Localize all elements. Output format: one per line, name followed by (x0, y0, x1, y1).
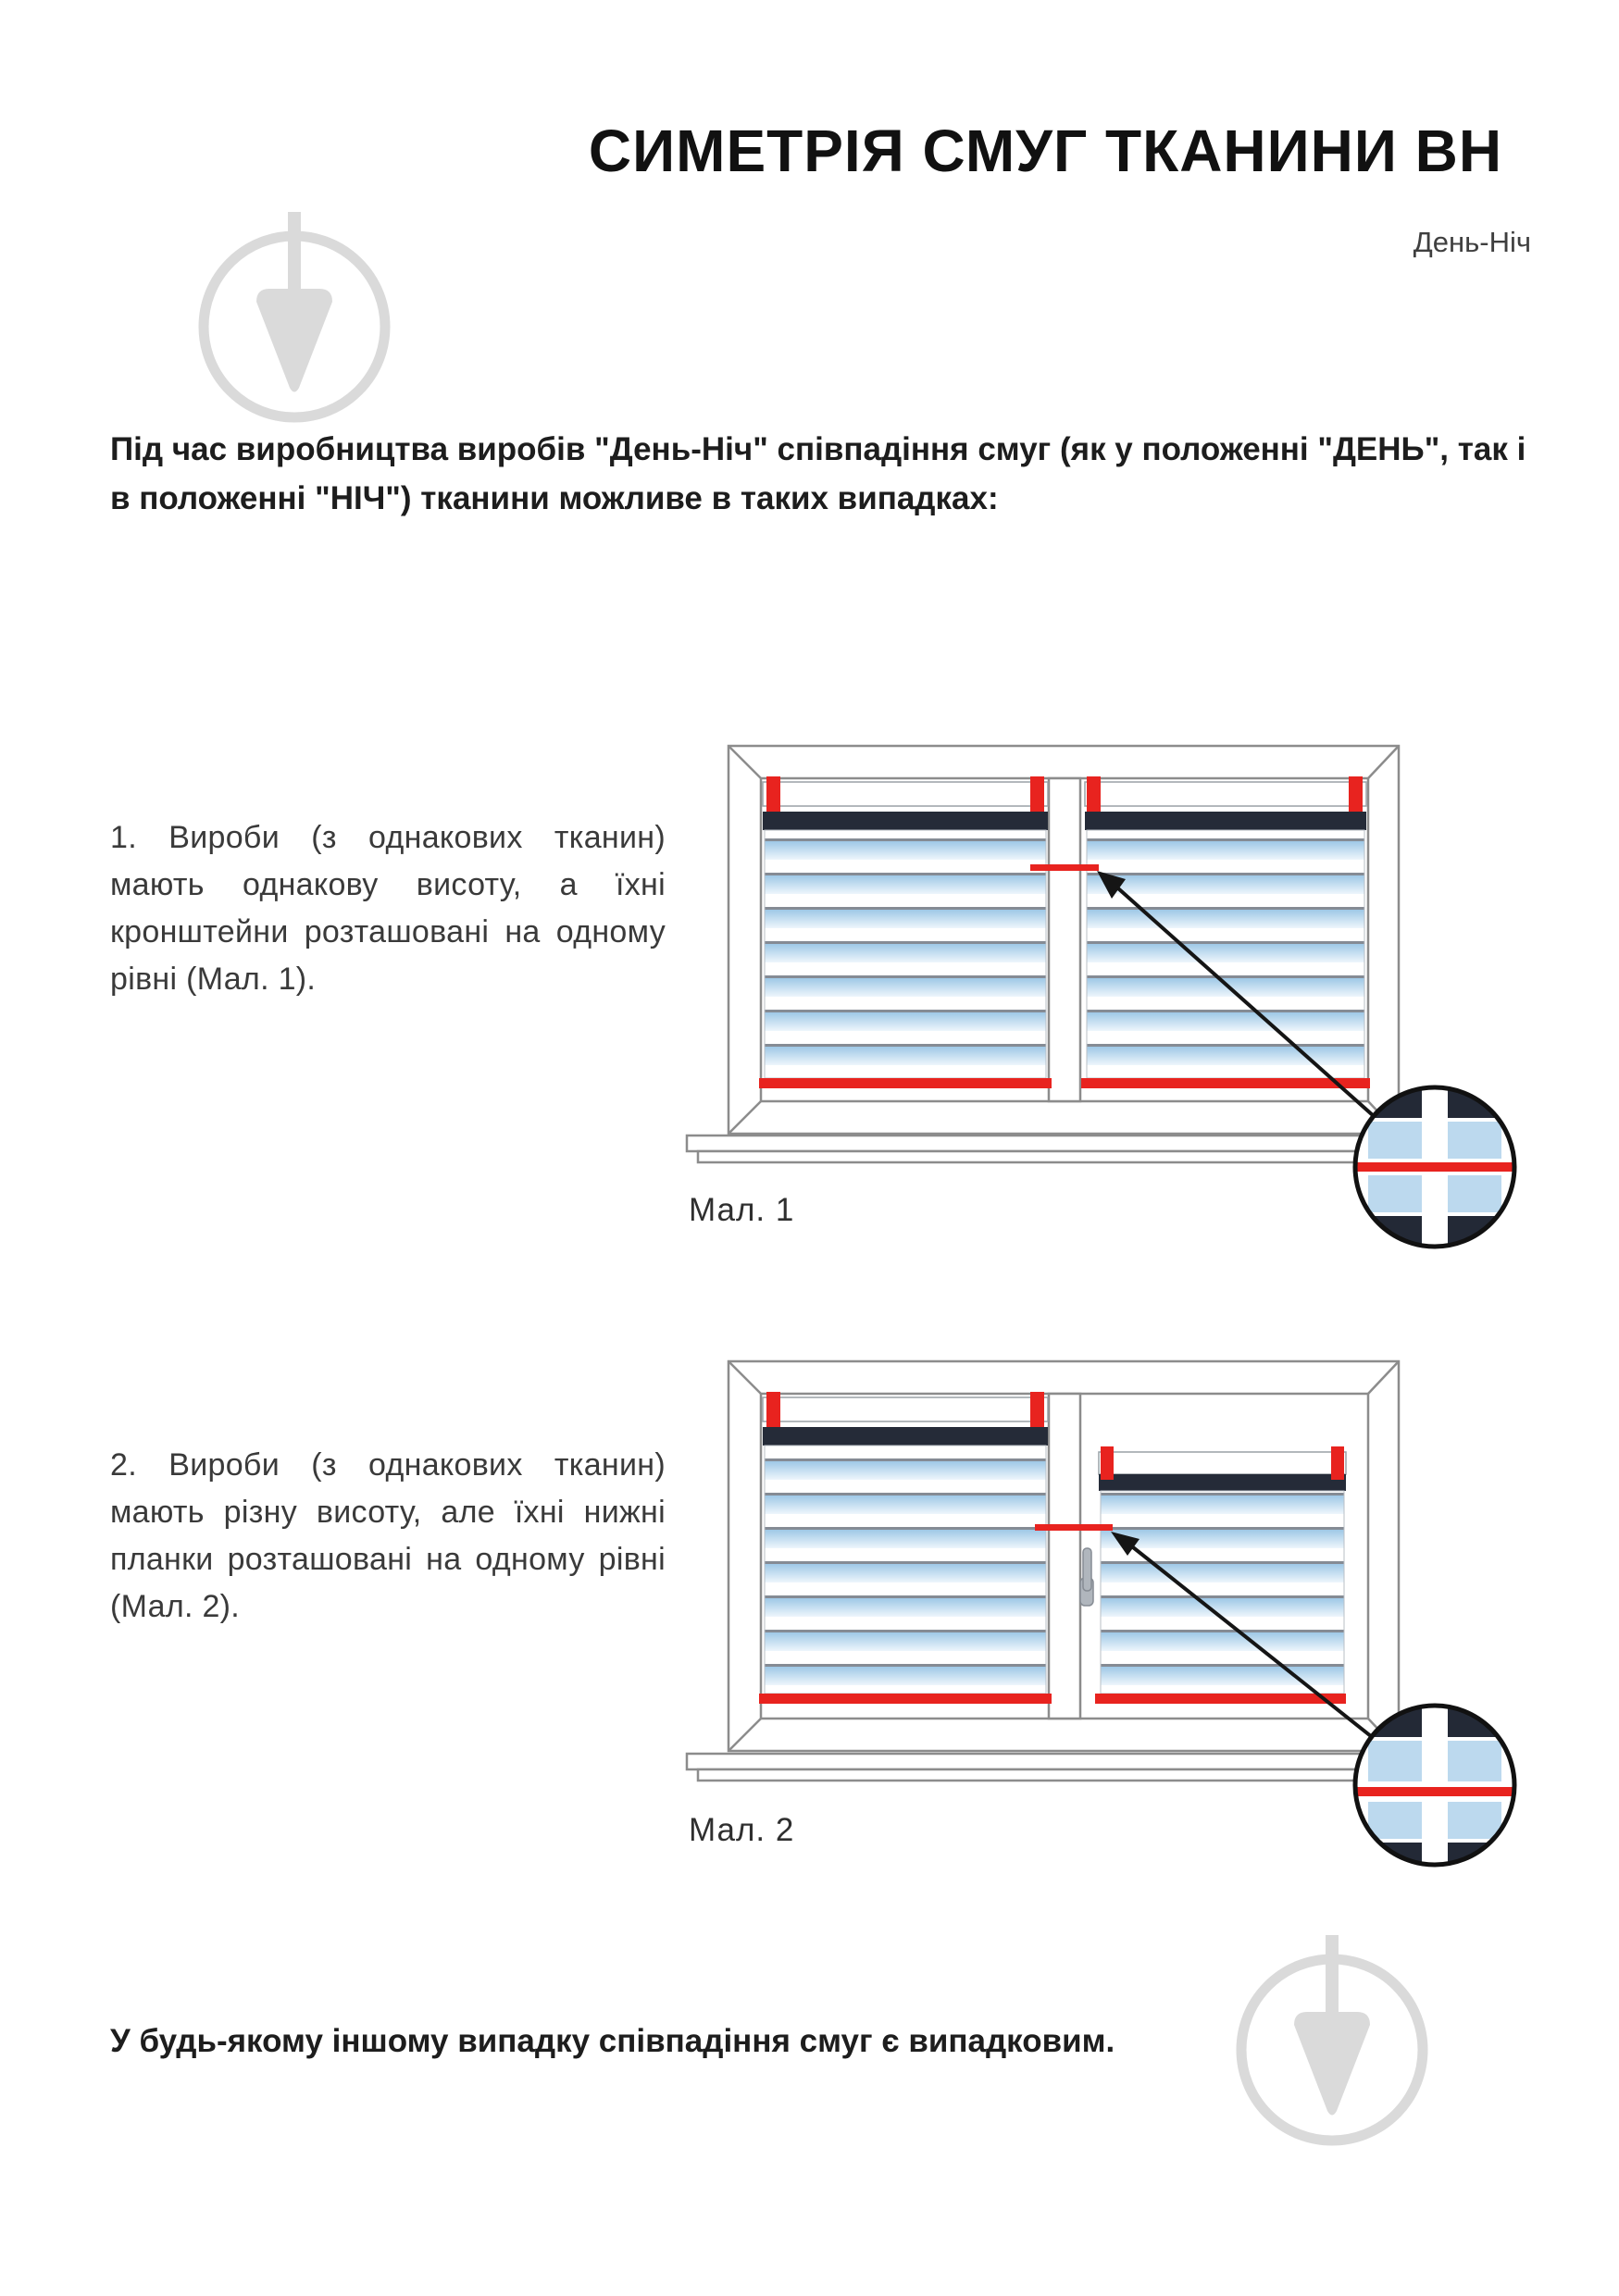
page-subtitle: День-Ніч (1413, 226, 1531, 258)
right-blind-bottom-bar (1081, 1078, 1370, 1088)
window-sill (685, 1134, 1435, 1164)
brand-watermark-icon (198, 212, 391, 423)
right-blind (1095, 1446, 1347, 1704)
right-blind (1081, 776, 1370, 1088)
bracket-icon (1331, 1446, 1344, 1480)
case-1-description: 1. Вироби (з однакових тканин) мають одн… (110, 820, 666, 997)
figure-1-illustration (685, 744, 1517, 1249)
pointer-arrow (1097, 871, 1418, 1156)
brand-watermark-icon (1236, 1935, 1428, 2146)
bracket-icon (1030, 776, 1044, 812)
bracket-icon (1030, 1392, 1044, 1427)
figure-2-illustration (685, 1359, 1517, 1868)
bracket-icon (1101, 1446, 1114, 1480)
left-blind-bottom-bar (759, 1694, 1052, 1704)
bracket-icon (766, 1392, 780, 1427)
left-blind (759, 1392, 1052, 1704)
window-handle (1079, 1547, 1094, 1607)
window-sill (685, 1752, 1435, 1782)
bracket-icon (1087, 776, 1101, 812)
right-blind-bottom-bar (1095, 1694, 1346, 1704)
pointer-arrow (1111, 1532, 1418, 1774)
bracket-icon (1349, 776, 1363, 812)
page-title: СИМЕТРІЯ СМУГ ТКАНИНИ ВН (588, 118, 1503, 184)
figure-2-caption: Мал. 2 (689, 1812, 795, 1848)
footer-note: У будь-якому іншому випадку співпадіння … (110, 2023, 1115, 2059)
stripe-alignment-line (1030, 864, 1099, 871)
bracket-icon (766, 776, 780, 812)
stripe-alignment-line (1035, 1524, 1113, 1531)
figure-1-caption: Мал. 1 (689, 1192, 795, 1228)
case-2-description: 2. Вироби (з однакових тканин) мають різ… (110, 1447, 666, 1624)
zoom-detail-circle (1352, 1703, 1517, 1868)
intro-paragraph: Під час виробництва виробів "День-Ніч" с… (110, 431, 1526, 516)
left-blind (759, 776, 1052, 1088)
left-blind-bottom-bar (759, 1078, 1052, 1088)
